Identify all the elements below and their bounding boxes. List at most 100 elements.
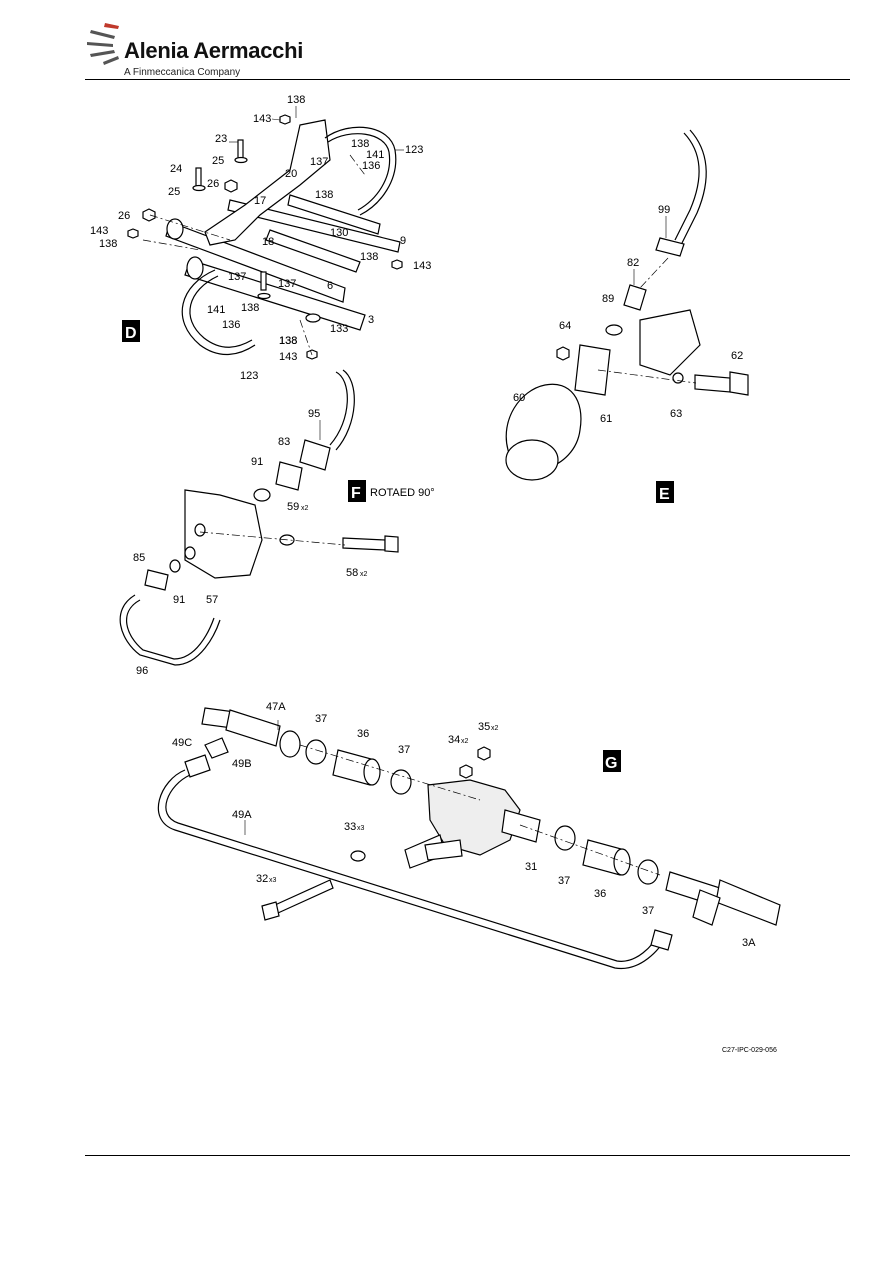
callout: 24 [170,163,182,175]
view-d-assembly [127,114,403,360]
callout-qty: x2 [491,725,499,732]
callout: 6 [327,280,333,292]
callout: 17 [254,195,266,207]
view-g-badge: G [603,750,621,772]
callout: 136 [362,160,380,172]
callout: 9 [400,235,406,247]
brand-name: Alenia Aermacchi [124,38,304,63]
svg-text:G: G [605,755,617,772]
leader-lines [229,106,667,835]
callout: 138 [351,138,369,150]
callout: 89 [602,293,614,305]
view-d-callouts: 138 143 23 25 24 26 25 26 143 138 20 17 … [90,94,431,382]
callout: 34 [448,734,460,746]
callout: 37 [558,875,570,887]
callout: 143 [253,113,271,125]
callout: 59 [287,501,299,513]
callout: 137 [228,271,246,283]
callout: 141 [366,149,384,161]
callout: 33 [344,821,356,833]
svg-text:D: D [125,325,137,342]
callout: 20 [285,168,297,180]
callout: 18 [262,236,274,248]
brand-tagline: A Finmeccanica Company [124,67,241,78]
callout-qty: x2 [301,505,309,512]
view-f-callouts: 95 83 91 59 x2 58 x2 85 91 57 96 [133,408,368,677]
callout: 36 [357,728,369,740]
callout: 49B [232,758,252,770]
callout: 60 [513,392,525,404]
callout: 136 [222,319,240,331]
callout: 137 [310,156,328,168]
callout: 3A [742,937,756,949]
callout: 3 [368,314,374,326]
callout-qty: x3 [269,877,277,884]
callout: 91 [251,456,263,468]
callout-qty: x3 [357,825,365,832]
callout: 25 [168,186,180,198]
view-e-callouts: 99 82 89 64 62 60 61 63 [513,204,743,425]
callout: 138 [279,335,297,347]
view-e-badge: E [656,481,674,503]
view-f-assembly [119,369,399,666]
alenia-logo-icon [87,23,119,65]
callout: 138 [287,94,305,106]
callout: 58 [346,567,358,579]
callout: 26 [207,178,219,190]
callout: 35 [478,721,490,733]
callout: 133 [330,323,348,335]
page-header: Alenia Aermacchi A Finmeccanica Company [0,0,893,82]
view-g-assembly [157,707,781,970]
callout: 32 [256,873,268,885]
callout: 37 [642,905,654,917]
callout: 23 [215,133,227,145]
svg-text:F: F [351,485,361,502]
document-reference: C27-IPC-029-056 [722,1047,777,1054]
header-rule [85,79,850,80]
callout: 61 [600,413,612,425]
callout: 137 [278,278,296,290]
callout: 83 [278,436,290,448]
callout: 37 [398,744,410,756]
callout: 57 [206,594,218,606]
callout: 143 [413,260,431,272]
callout: 36 [594,888,606,900]
callout: 138 [315,189,333,201]
callout: 130 [330,227,348,239]
callout: 62 [731,350,743,362]
callout: 143 [90,225,108,237]
view-f-badge: F ROTAED 90° [348,480,435,502]
view-f-caption: ROTAED 90° [370,487,435,499]
callout: 64 [559,320,571,332]
callout: 85 [133,552,145,564]
callout: 96 [136,665,148,677]
callout: 143 [279,351,297,363]
callout-qty: x2 [461,738,469,745]
callout: 123 [240,370,258,382]
callout: 63 [670,408,682,420]
view-g-callouts: 47A 37 36 37 34 x2 35 x2 49C 49B 49A 33 … [172,701,756,949]
callout: 95 [308,408,320,420]
callout: 99 [658,204,670,216]
callout: 49A [232,809,252,821]
callout: 138 [99,238,117,250]
callout: 91 [173,594,185,606]
callout: 138 [241,302,259,314]
view-d-badge: D [122,320,140,342]
callout: 26 [118,210,130,222]
callout: 37 [315,713,327,725]
callout-qty: x2 [360,571,368,578]
callout: 138 [279,335,297,347]
callout: 25 [212,155,224,167]
callout: 123 [405,144,423,156]
callout: 82 [627,257,639,269]
callout: 49C [172,737,192,749]
callout: 31 [525,861,537,873]
callout: 138 [360,251,378,263]
view-e-assembly [505,129,749,481]
svg-text:E: E [659,486,670,503]
callout: 47A [266,701,286,713]
footer-rule [85,1155,850,1156]
callout: 141 [207,304,225,316]
